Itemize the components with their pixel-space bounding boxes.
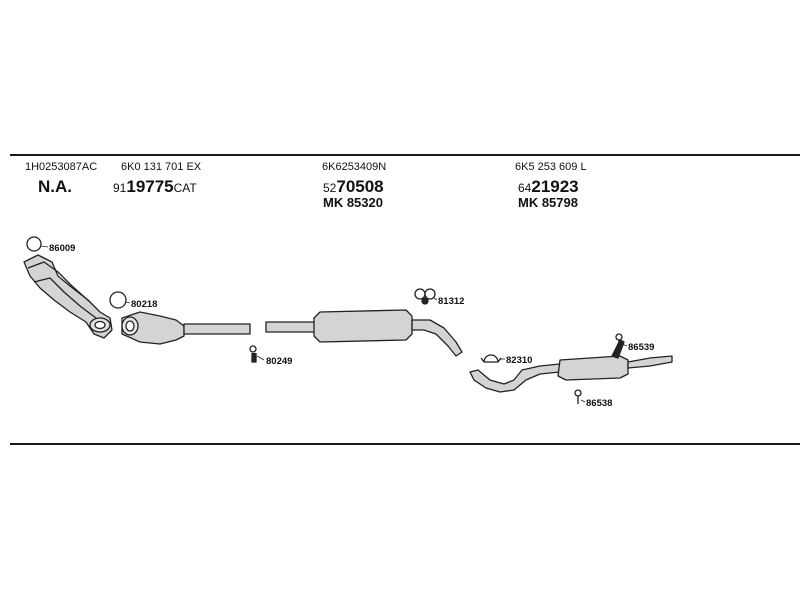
gasket-ring-icon	[109, 291, 127, 309]
callout-number: 86539	[628, 342, 654, 353]
callout-number: 82310	[506, 355, 532, 366]
part-prefix: 52	[323, 181, 337, 195]
callout-number: 80249	[266, 356, 292, 367]
part-suffix: CAT	[173, 181, 197, 195]
catalyst-part	[121, 311, 251, 345]
leader-line	[256, 355, 265, 361]
bolt-set-icon	[249, 345, 257, 363]
mounting-kit-icon	[615, 333, 623, 348]
part-number-bold: 70508	[336, 177, 384, 196]
part-number-bold: 19775	[126, 177, 174, 196]
downpipe-part	[23, 254, 113, 339]
clamp-icon	[480, 354, 502, 363]
part-number-catalyst: 9119775CAT	[113, 178, 197, 195]
part-number-rear-silencer: 6421923	[518, 178, 579, 195]
mk-number-rear-silencer: MK 85798	[518, 195, 578, 210]
bottom-rule	[10, 443, 800, 445]
part-number-bold: 21923	[531, 177, 579, 196]
callout-number: 81312	[438, 296, 464, 307]
mounting-kit-icon	[574, 389, 582, 404]
callout-number: 80218	[131, 299, 157, 310]
oe-code-catalyst: 6K0 131 701 EX	[121, 161, 202, 173]
leader-line	[433, 297, 438, 301]
part-prefix: 64	[518, 181, 532, 195]
oe-code-downpipe: 1H0253087AC	[25, 161, 98, 173]
oe-code-rear-silencer: 6K5 253 609 L	[515, 161, 587, 173]
mk-number-middle-silencer: MK 85320	[323, 195, 383, 210]
leader-line	[125, 301, 131, 304]
rubber-hanger-icon	[414, 288, 436, 305]
top-rule	[10, 154, 800, 156]
part-number-middle-silencer: 5270508	[323, 178, 384, 195]
part-label-downpipe: N.A.	[38, 177, 72, 196]
leader-line	[621, 343, 628, 347]
leader-line	[40, 245, 49, 248]
callout-number: 86009	[49, 243, 75, 254]
gasket-ring-icon	[26, 236, 42, 252]
rear-silencer-part	[469, 339, 673, 393]
part-prefix: 91	[113, 181, 127, 195]
oe-code-middle-silencer: 6K6253409N	[322, 161, 387, 173]
leader-line	[580, 399, 586, 403]
middle-silencer-part	[265, 309, 463, 357]
callout-number: 86538	[586, 398, 612, 409]
